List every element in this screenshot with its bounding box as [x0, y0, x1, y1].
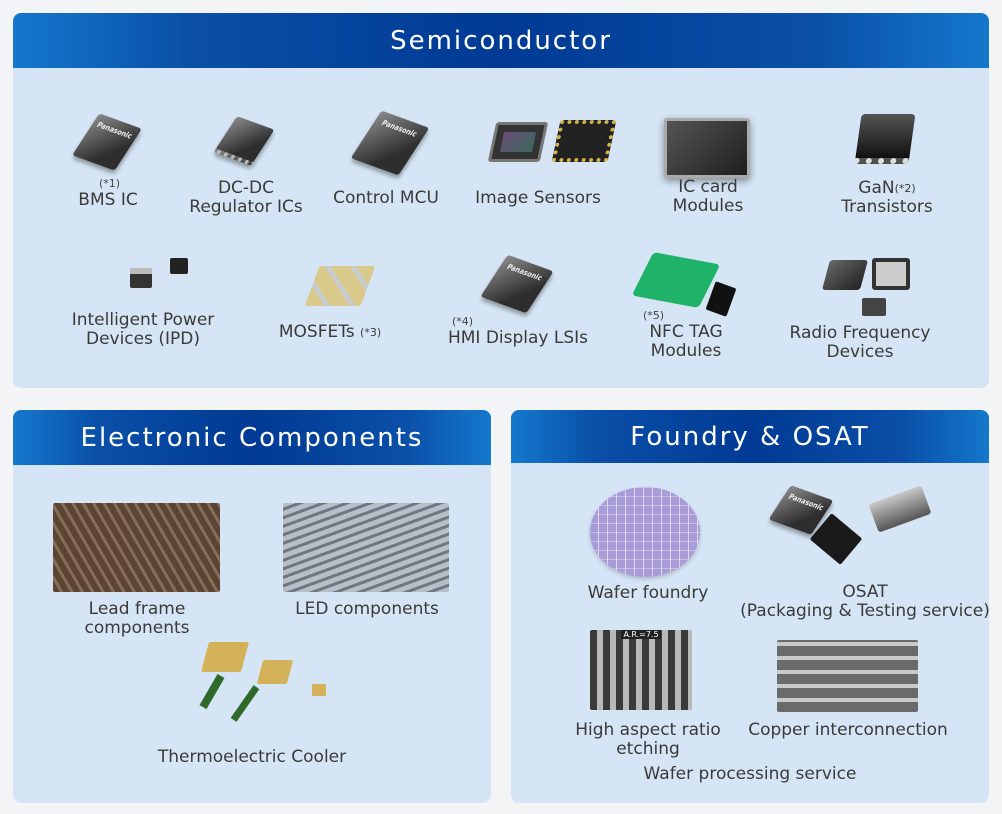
led-components-image [283, 503, 449, 592]
foundry-osat-header: Foundry & OSAT [511, 410, 989, 463]
copper-interconnection-image [777, 640, 918, 712]
high-aspect-line1: High aspect ratio [575, 720, 721, 740]
lead-frame-image [53, 503, 220, 592]
nfc-label-line1: NFC TAG [649, 322, 723, 342]
wafer-foundry-label[interactable]: Wafer foundry [587, 583, 709, 603]
dc-dc-label-line2: Regulator ICs [189, 197, 303, 217]
aspect-ratio-caption: A.R.=7.5 [621, 630, 661, 639]
image-sensor-back-icon [551, 120, 617, 162]
hmi-display-label[interactable]: HMI Display LSIs [447, 328, 589, 348]
rf-label-line1: Radio Frequency [789, 323, 931, 343]
ic-card-label-line2: Modules [672, 196, 744, 216]
thermoelectric-cooler-medium-icon [256, 660, 294, 684]
mosfets-label-text: MOSFETs [278, 322, 355, 342]
semiconductor-panel: Semiconductor [13, 13, 989, 388]
control-mcu-label[interactable]: Control MCU [333, 188, 439, 208]
led-components-label[interactable]: LED components [295, 599, 439, 619]
nfc-label-line2: Modules [650, 341, 722, 361]
gan-label-line1: GaN [858, 178, 895, 198]
ipd-small-icon [170, 258, 188, 274]
wafer-processing-service-label: Wafer processing service [643, 764, 857, 784]
mosfets-note: (*3) [360, 326, 382, 339]
hmi-note: (*4) [452, 315, 474, 328]
rf-device-icon [821, 260, 869, 290]
bms-ic-label[interactable]: BMS IC [78, 190, 138, 210]
ic-card-module-icon [664, 118, 750, 178]
semiconductor-header: Semiconductor [13, 13, 989, 68]
mosfets-label[interactable]: MOSFETs (*3) [279, 323, 381, 342]
thermoelectric-cooler-large-icon [200, 642, 250, 672]
copper-interconnection-label[interactable]: Copper interconnection [748, 720, 948, 740]
foundry-osat-panel: Foundry & OSAT [511, 410, 989, 803]
bms-ic-note: (*1) [99, 177, 121, 190]
wafer-icon [590, 487, 700, 577]
lead-frame-line2: components [84, 618, 190, 638]
rf-device-small-icon [862, 298, 886, 316]
image-sensor-icon [487, 122, 549, 162]
gan-label-line2: Transistors [841, 197, 933, 217]
ipd-icon [130, 268, 152, 288]
ipd-label-line1: Intelligent Power [71, 310, 215, 330]
osat-line1: OSAT [842, 582, 888, 602]
gan-transistor-icon [854, 114, 916, 164]
ic-card-label-line1: IC card [678, 177, 738, 197]
image-sensors-label[interactable]: Image Sensors [475, 188, 601, 208]
thermoelectric-cooler-label[interactable]: Thermoelectric Cooler [157, 747, 347, 767]
gan-label[interactable]: GaN(*2) Transistors [841, 179, 932, 217]
lead-frame-line1: Lead frame [88, 599, 186, 619]
high-aspect-ratio-image: A.R.=7.5 [590, 630, 692, 710]
gan-note: (*2) [894, 182, 916, 195]
osat-line2: (Packaging & Testing service) [740, 601, 990, 621]
nfc-note: (*5) [643, 309, 665, 322]
high-aspect-line2: etching [616, 739, 680, 759]
osat-label[interactable]: OSAT(Packaging & Testing service) [740, 583, 990, 621]
thermoelectric-cooler-small-icon [312, 684, 326, 696]
ipd-label-line2: Devices (IPD) [85, 329, 201, 349]
electronic-components-header: Electronic Components [13, 410, 491, 465]
rf-device-qfn-icon [872, 258, 910, 290]
electronic-components-panel: Electronic Components [13, 410, 491, 803]
rf-label-line2: Devices [826, 342, 894, 362]
dc-dc-label-line1: DC-DC [217, 178, 275, 198]
